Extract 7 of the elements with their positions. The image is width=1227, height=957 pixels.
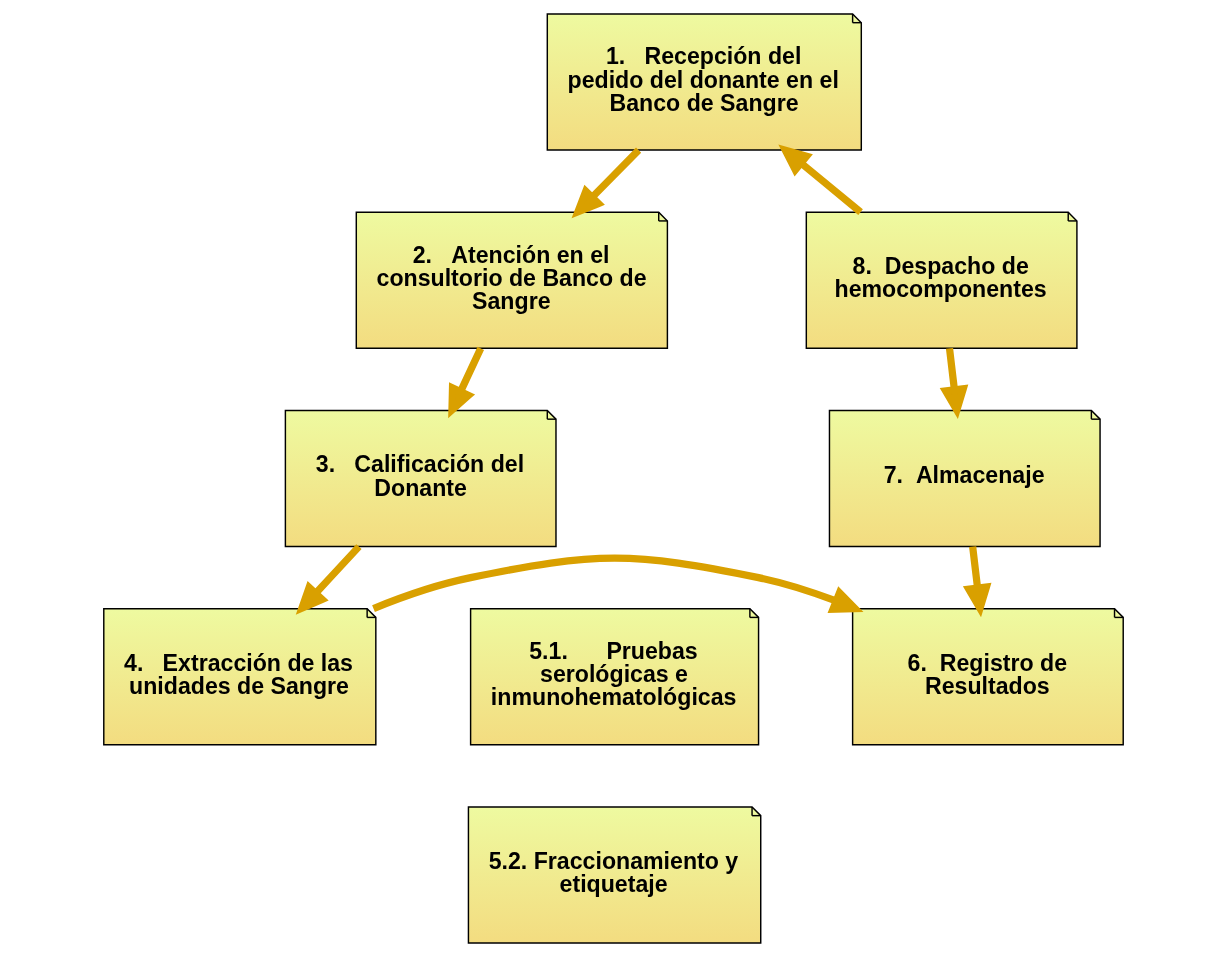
arrow [372,554,864,614]
arrow [778,144,863,215]
arrow [448,346,484,419]
arrow [962,546,992,618]
arrow [295,544,362,615]
arrow [571,147,642,219]
arrow [939,347,969,419]
